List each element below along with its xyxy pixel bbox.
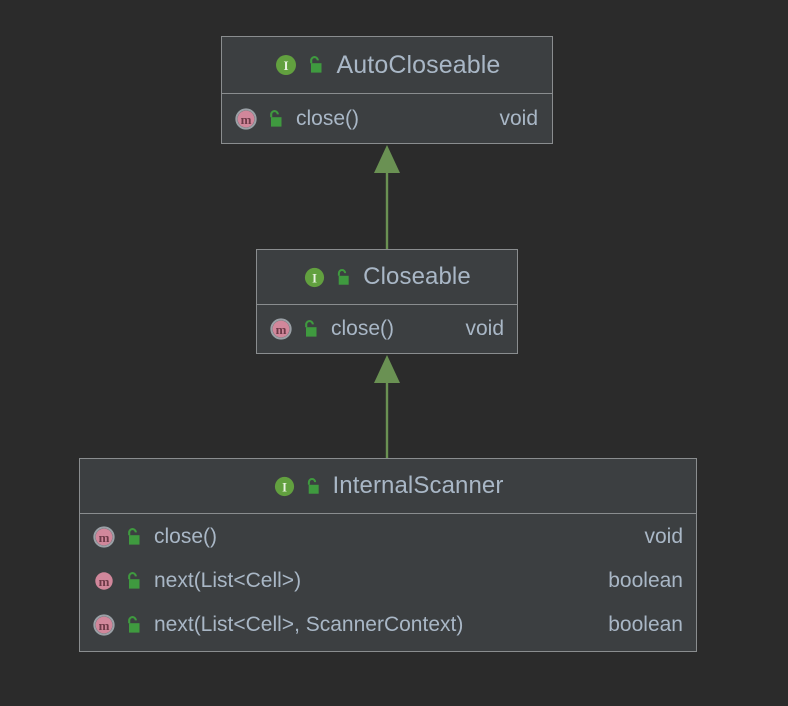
member-row[interactable]: m close() void bbox=[257, 305, 517, 353]
svg-text:I: I bbox=[283, 58, 288, 73]
member-name: next(List<Cell>, ScannerContext) bbox=[154, 613, 464, 636]
unlocked-public-icon bbox=[305, 54, 325, 76]
class-header-internalscanner: I InternalScanner bbox=[80, 459, 696, 514]
class-box-internalscanner[interactable]: I InternalScanner m bbox=[79, 458, 697, 652]
unlocked-public-icon bbox=[333, 267, 352, 288]
method-icon: m bbox=[91, 568, 117, 594]
abstract-method-icon: m bbox=[91, 612, 117, 638]
inheritance-arrow-closeable-to-autocloseable[interactable] bbox=[371, 143, 403, 250]
interface-icon: I bbox=[274, 53, 298, 77]
unlocked-public-icon bbox=[123, 570, 143, 592]
class-header-autocloseable: I AutoCloseable bbox=[222, 37, 552, 94]
member-return-type: boolean bbox=[608, 613, 683, 636]
class-name-autocloseable: AutoCloseable bbox=[336, 50, 501, 79]
svg-text:I: I bbox=[312, 271, 317, 285]
member-name: close() bbox=[154, 524, 218, 548]
inheritance-arrow-internalscanner-to-closeable[interactable] bbox=[371, 353, 403, 459]
class-box-closeable[interactable]: I Closeable m bbox=[256, 249, 518, 354]
member-row[interactable]: m next(List<Cell>) boolean bbox=[80, 559, 696, 603]
svg-text:m: m bbox=[99, 574, 110, 589]
interface-icon: I bbox=[303, 266, 326, 289]
member-return-type: boolean bbox=[608, 569, 683, 592]
svg-text:m: m bbox=[241, 112, 252, 127]
class-name-internalscanner: InternalScanner bbox=[332, 472, 504, 499]
svg-text:m: m bbox=[99, 618, 110, 633]
unlocked-public-icon bbox=[123, 526, 143, 548]
abstract-method-icon: m bbox=[233, 106, 259, 132]
unlocked-public-icon bbox=[300, 318, 320, 340]
member-return-type: void bbox=[499, 106, 538, 130]
member-return-type: void bbox=[644, 524, 683, 548]
member-name: close() bbox=[296, 106, 360, 130]
member-name: next(List<Cell>) bbox=[154, 569, 302, 592]
class-header-closeable: I Closeable bbox=[257, 250, 517, 305]
member-row[interactable]: m next(List<Cell>, ScannerContext) boole… bbox=[80, 603, 696, 647]
member-return-type: void bbox=[465, 317, 504, 340]
unlocked-public-icon bbox=[123, 614, 143, 636]
class-members-closeable: m close() void bbox=[257, 305, 517, 353]
unlocked-public-icon bbox=[265, 108, 285, 130]
interface-icon: I bbox=[273, 475, 296, 498]
svg-text:m: m bbox=[276, 322, 287, 337]
abstract-method-icon: m bbox=[91, 524, 117, 550]
member-row[interactable]: m close() void bbox=[80, 514, 696, 559]
class-name-closeable: Closeable bbox=[363, 263, 471, 290]
class-members-autocloseable: m close() void bbox=[222, 94, 552, 143]
svg-text:m: m bbox=[99, 530, 110, 545]
abstract-method-icon: m bbox=[268, 316, 294, 342]
class-box-autocloseable[interactable]: I AutoCloseable m bbox=[221, 36, 553, 144]
unlocked-public-icon bbox=[303, 476, 322, 497]
member-row[interactable]: m close() void bbox=[222, 94, 552, 143]
member-name: close() bbox=[331, 317, 395, 340]
svg-text:I: I bbox=[282, 480, 287, 494]
class-members-internalscanner: m close() void m bbox=[80, 514, 696, 647]
